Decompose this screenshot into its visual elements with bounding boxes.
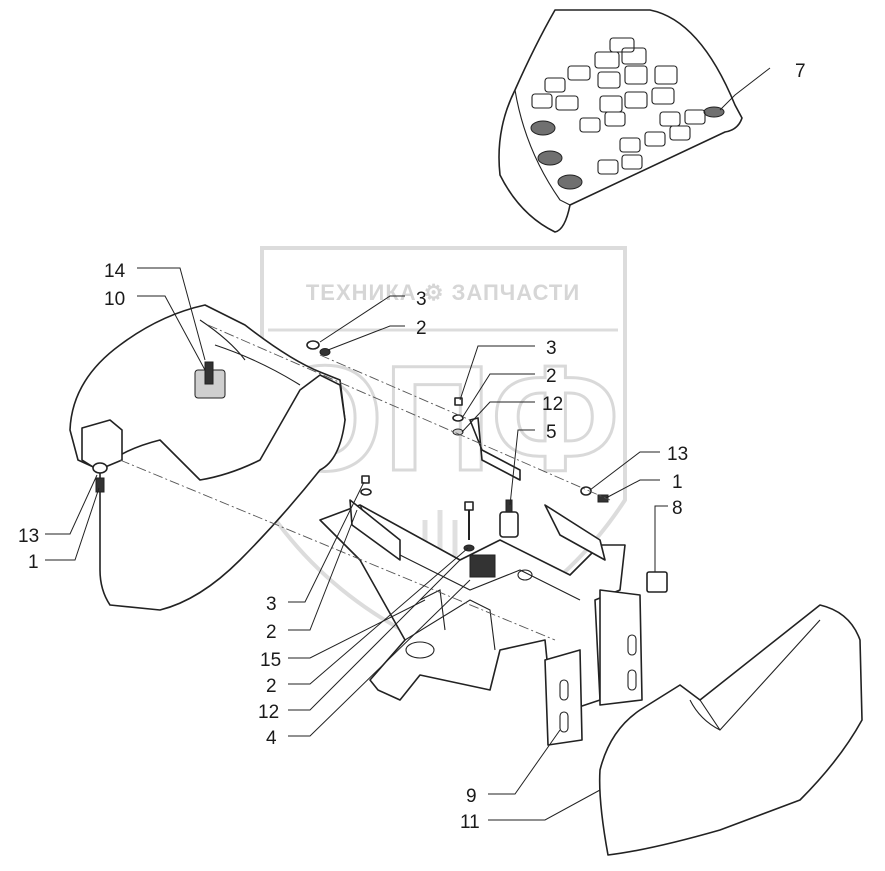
watermark-brand-text: ТЕХНИКА ⚙ ЗАПЧАСТИ xyxy=(306,280,580,305)
callout-leaders xyxy=(45,67,771,821)
left-fender-part xyxy=(69,304,346,611)
relay-block-icon xyxy=(469,554,496,578)
washer-icon xyxy=(452,414,464,422)
bolt-1-left-icon xyxy=(95,477,105,493)
callout-labels: 7 14 10 3 2 3 2 12 5 13 1 8 13 1 3 2 15 … xyxy=(18,61,806,833)
relay-8-icon xyxy=(646,571,668,593)
callout-13: 13 xyxy=(667,444,688,465)
callout-14: 14 xyxy=(104,261,126,282)
floor-mat-part xyxy=(498,9,743,233)
callout-2: 2 xyxy=(416,318,427,339)
right-fender-part xyxy=(598,604,863,856)
callout-12: 12 xyxy=(542,394,563,415)
washer-icon xyxy=(360,488,372,496)
mounting-plate-part xyxy=(544,589,643,746)
assembly-axes xyxy=(119,324,611,641)
nut-icon xyxy=(454,397,463,406)
callout-2: 2 xyxy=(266,676,277,697)
washer-icon xyxy=(452,428,464,436)
callout-2: 2 xyxy=(266,622,277,643)
callout-3: 3 xyxy=(546,338,557,359)
callout-1: 1 xyxy=(28,552,39,573)
nut-icon xyxy=(319,348,331,356)
callout-3: 3 xyxy=(266,594,277,615)
callout-10: 10 xyxy=(104,289,125,310)
nut-icon xyxy=(361,475,370,484)
callout-9: 9 xyxy=(466,786,477,807)
callout-3: 3 xyxy=(416,289,427,310)
callout-4: 4 xyxy=(266,728,277,749)
callout-7: 7 xyxy=(795,61,806,82)
bolt-10-icon xyxy=(204,361,214,385)
bolt-1-right-icon xyxy=(597,494,609,503)
callout-8: 8 xyxy=(672,498,683,519)
washer-icon xyxy=(306,340,320,350)
callout-12: 12 xyxy=(258,702,279,723)
fasteners xyxy=(306,340,668,593)
callout-11: 11 xyxy=(460,812,480,833)
mat-slots xyxy=(530,37,725,190)
callout-5: 5 xyxy=(546,422,557,443)
callout-15: 15 xyxy=(260,650,281,671)
relay-5-icon xyxy=(499,511,519,538)
callout-2: 2 xyxy=(546,366,557,387)
callout-1: 1 xyxy=(672,472,683,493)
bolt-head-icon xyxy=(464,501,474,511)
callout-13: 13 xyxy=(18,526,39,547)
washer-icon xyxy=(580,486,592,496)
